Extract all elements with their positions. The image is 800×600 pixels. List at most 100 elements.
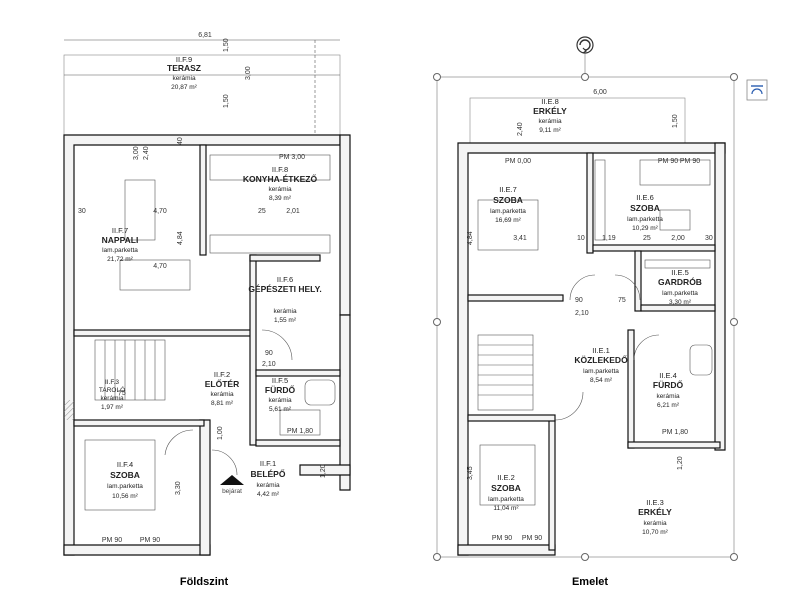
room-code: II.E.3 xyxy=(646,498,664,507)
dimension-label: PM 1,80 xyxy=(662,429,688,436)
balcony-north-outline xyxy=(469,97,686,144)
room-area: 5,61 m² xyxy=(269,406,292,413)
room-finish: lam.parketta xyxy=(102,247,138,254)
wall-dressing-west xyxy=(634,250,642,312)
room-finish: kerámia xyxy=(273,308,297,315)
dimension-label: 90 xyxy=(265,350,273,357)
dimension-label: 40 xyxy=(177,137,184,145)
dimension-label: 6,00 xyxy=(593,89,607,96)
room-area: 4,42 m² xyxy=(257,491,280,498)
room-finish: lam.parketta xyxy=(583,368,619,375)
room-area: 8,81 m² xyxy=(211,400,234,407)
room-code: II.E.7 xyxy=(499,185,517,194)
outer-wall-south xyxy=(63,544,211,556)
room-area: 21,72 m² xyxy=(107,256,133,263)
dimension-label: PM 90 xyxy=(680,158,700,165)
dimension-label: 3,41 xyxy=(513,235,527,242)
dimension-label: PM 90 xyxy=(102,537,122,544)
room-area: 3,30 m² xyxy=(669,299,692,306)
ground-floor-labels: II.F.9 TERASZ kerámia 20,87 m² II.F.8 KO… xyxy=(99,55,322,500)
room-name: ERKÉLY xyxy=(638,507,672,517)
room-code: II.F.7 xyxy=(112,226,128,235)
ground-floor-caption: Földszint xyxy=(180,576,229,588)
dimension-label: 6,81 xyxy=(198,32,212,39)
ground-floor-plan xyxy=(63,39,351,556)
room-area: 8,39 m² xyxy=(269,195,292,202)
room-finish: kerámia xyxy=(172,75,196,82)
room-finish: kerámia xyxy=(100,395,124,402)
dimension-label: 30 xyxy=(78,208,86,215)
upper-floor-dimensions: 6,00 3,41 2,00 4,84 PM 90 PM 90 PM 90 PM… xyxy=(467,89,713,542)
room-finish: lam.parketta xyxy=(107,483,143,490)
wall-mech-north xyxy=(249,254,321,262)
dimension-label: PM 90 xyxy=(658,158,678,165)
room-code: II.F.4 xyxy=(117,460,133,469)
room-finish: lam.parketta xyxy=(627,216,663,223)
room-finish: lam.parketta xyxy=(490,208,526,215)
dimension-label: 30 xyxy=(705,235,713,242)
dimension-label: 10 xyxy=(577,235,585,242)
dimension-label: 1,00 xyxy=(217,426,224,440)
dimension-label: 2,00 xyxy=(671,235,685,242)
dimension-label: 1,20 xyxy=(320,464,327,478)
room-finish: kerámia xyxy=(268,397,292,404)
room-code: II.E.2 xyxy=(497,473,515,482)
room-area: 6,21 m² xyxy=(657,402,680,409)
dimension-label: 1,50 xyxy=(223,38,230,52)
room-name: NAPPALI xyxy=(102,235,139,245)
room-name: GARDRÓB xyxy=(658,276,702,287)
upper-floor-labels: II.E.8 ERKÉLY kerámia 9,11 m² II.E.7 SZO… xyxy=(488,97,702,536)
terrace-outline xyxy=(63,54,341,136)
room-code: II.F.3 xyxy=(105,379,119,386)
wall-stair-east xyxy=(199,419,211,556)
outer-wall-entry xyxy=(299,464,351,476)
room-finish: kerámia xyxy=(538,118,562,125)
room-name: SZOBA xyxy=(493,195,523,205)
upper-floor-plan xyxy=(433,36,768,561)
room-name: KÖZLEKEDŐ xyxy=(574,354,628,365)
dimension-label: 2,40 xyxy=(517,122,524,136)
wall-living-south xyxy=(73,329,255,337)
upper-outer-wall-east xyxy=(714,142,726,451)
room-code: II.F.1 xyxy=(260,459,276,468)
dimension-label: 1,50 xyxy=(672,114,679,128)
dimension-label: 4,70 xyxy=(153,208,167,215)
room-area: 10,70 m² xyxy=(642,529,668,536)
rotate-icon[interactable] xyxy=(576,36,594,54)
room-name: SZOBA xyxy=(110,470,140,480)
selection-handles[interactable] xyxy=(433,73,738,561)
staircase-upper xyxy=(477,334,534,411)
dimension-label: PM 90 xyxy=(492,535,512,542)
wall-room2-east xyxy=(548,419,556,551)
dimension-label: 2,01 xyxy=(286,208,300,215)
wall-bath-upper-south xyxy=(627,441,721,449)
wall-bath-north xyxy=(255,369,341,377)
dimension-label: PM 1,80 xyxy=(287,428,313,435)
wall-room2-north xyxy=(467,414,556,422)
layout-options-icon[interactable] xyxy=(746,79,768,101)
dimension-label: 25 xyxy=(258,208,266,215)
room-name: FÜRDŐ xyxy=(265,384,296,395)
dimension-label: 1,50 xyxy=(223,94,230,108)
dimension-label: 3,45 xyxy=(467,466,474,480)
room-code: II.F.5 xyxy=(272,376,288,385)
dimension-label: 90 xyxy=(575,297,583,304)
room-name: TERASZ xyxy=(167,63,201,73)
dimension-label: 3,00 xyxy=(245,66,252,80)
room-area: 10,56 m² xyxy=(112,493,138,500)
entrance-label: bejárat xyxy=(222,488,242,495)
dimension-label: 4,70 xyxy=(153,263,167,270)
wall-room7-south xyxy=(467,294,564,302)
room-code: II.F.6 xyxy=(277,275,293,284)
dimension-label: 75 xyxy=(118,390,126,397)
room-finish: lam.parketta xyxy=(488,496,524,503)
room-finish: kerámia xyxy=(256,482,280,489)
room-finish: kerámia xyxy=(643,520,667,527)
dimension-label: 2,10 xyxy=(575,310,589,317)
dimension-label: 1,19 xyxy=(602,235,616,242)
wall-bath-south xyxy=(255,439,341,447)
outer-wall-east-lower xyxy=(339,314,351,491)
room-code: II.F.2 xyxy=(214,370,230,379)
room-code: II.E.5 xyxy=(671,268,689,277)
